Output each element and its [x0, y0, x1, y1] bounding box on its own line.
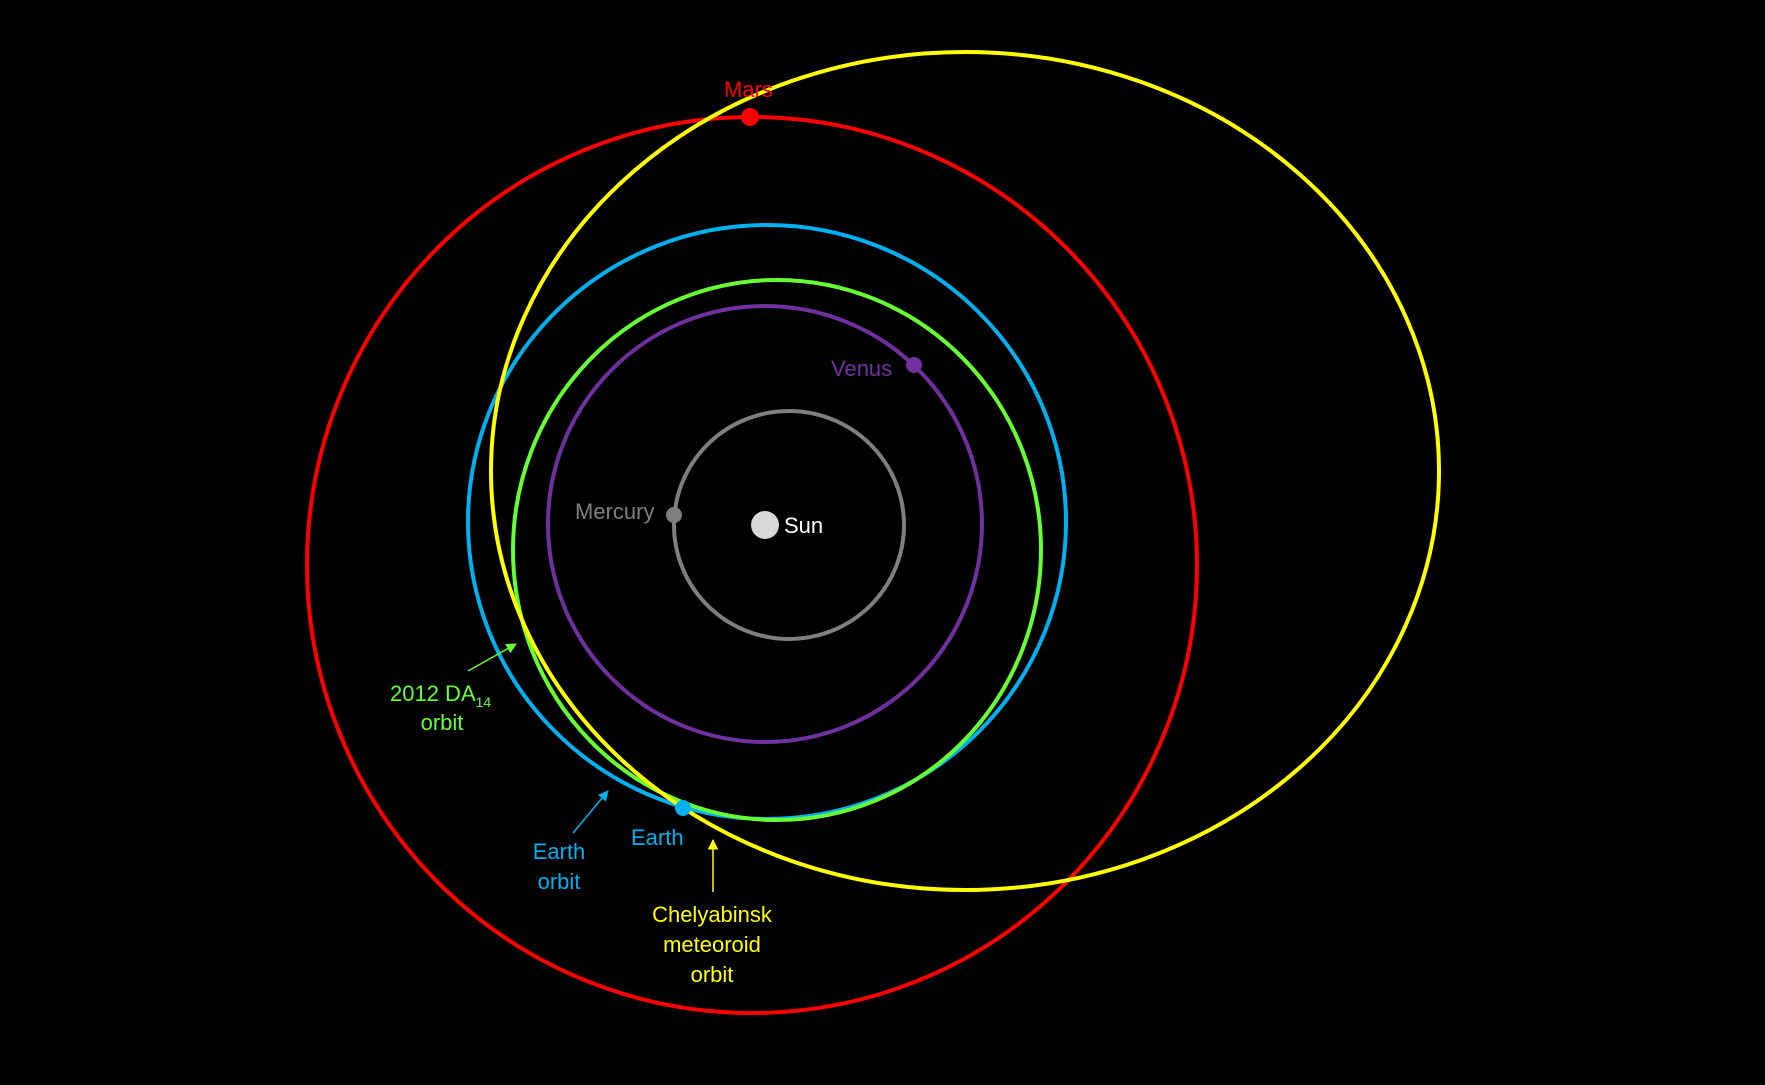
earth-orbit-annotation-line2: orbit: [538, 869, 581, 894]
da14-pointer-arrow: [467, 643, 517, 672]
da14-annotation-name: 2012 DA: [390, 681, 476, 706]
venus-planet: [906, 357, 922, 373]
chelyabinsk-annotation-line3: orbit: [691, 962, 734, 987]
mercury-orbit: [672, 409, 906, 641]
earth-orbit-pointer-arrow: [572, 790, 609, 834]
chelyabinsk-orbit: [489, 50, 1441, 892]
da14-annotation: 2012 DA14: [390, 681, 491, 710]
earth-planet: [675, 800, 691, 816]
venus-orbit: [546, 304, 984, 744]
da14-annotation-line2: orbit: [421, 710, 464, 735]
mars-planet: [741, 108, 759, 126]
sun: [751, 511, 779, 539]
venus-label: Venus: [831, 356, 892, 381]
earth-label: Earth: [631, 825, 684, 850]
chelyabinsk-annotation-line1: Chelyabinsk: [652, 902, 773, 927]
chelyabinsk-annotation-line2: meteoroid: [663, 932, 761, 957]
da14-orbit: [511, 278, 1043, 822]
earth-orbit-annotation-line1: Earth: [533, 839, 586, 864]
mercury-label: Mercury: [575, 499, 654, 524]
sun-label: Sun: [784, 513, 823, 538]
mercury-planet: [666, 507, 682, 523]
mars-label: Mars: [724, 77, 773, 102]
da14-annotation-subscript: 14: [476, 694, 492, 710]
